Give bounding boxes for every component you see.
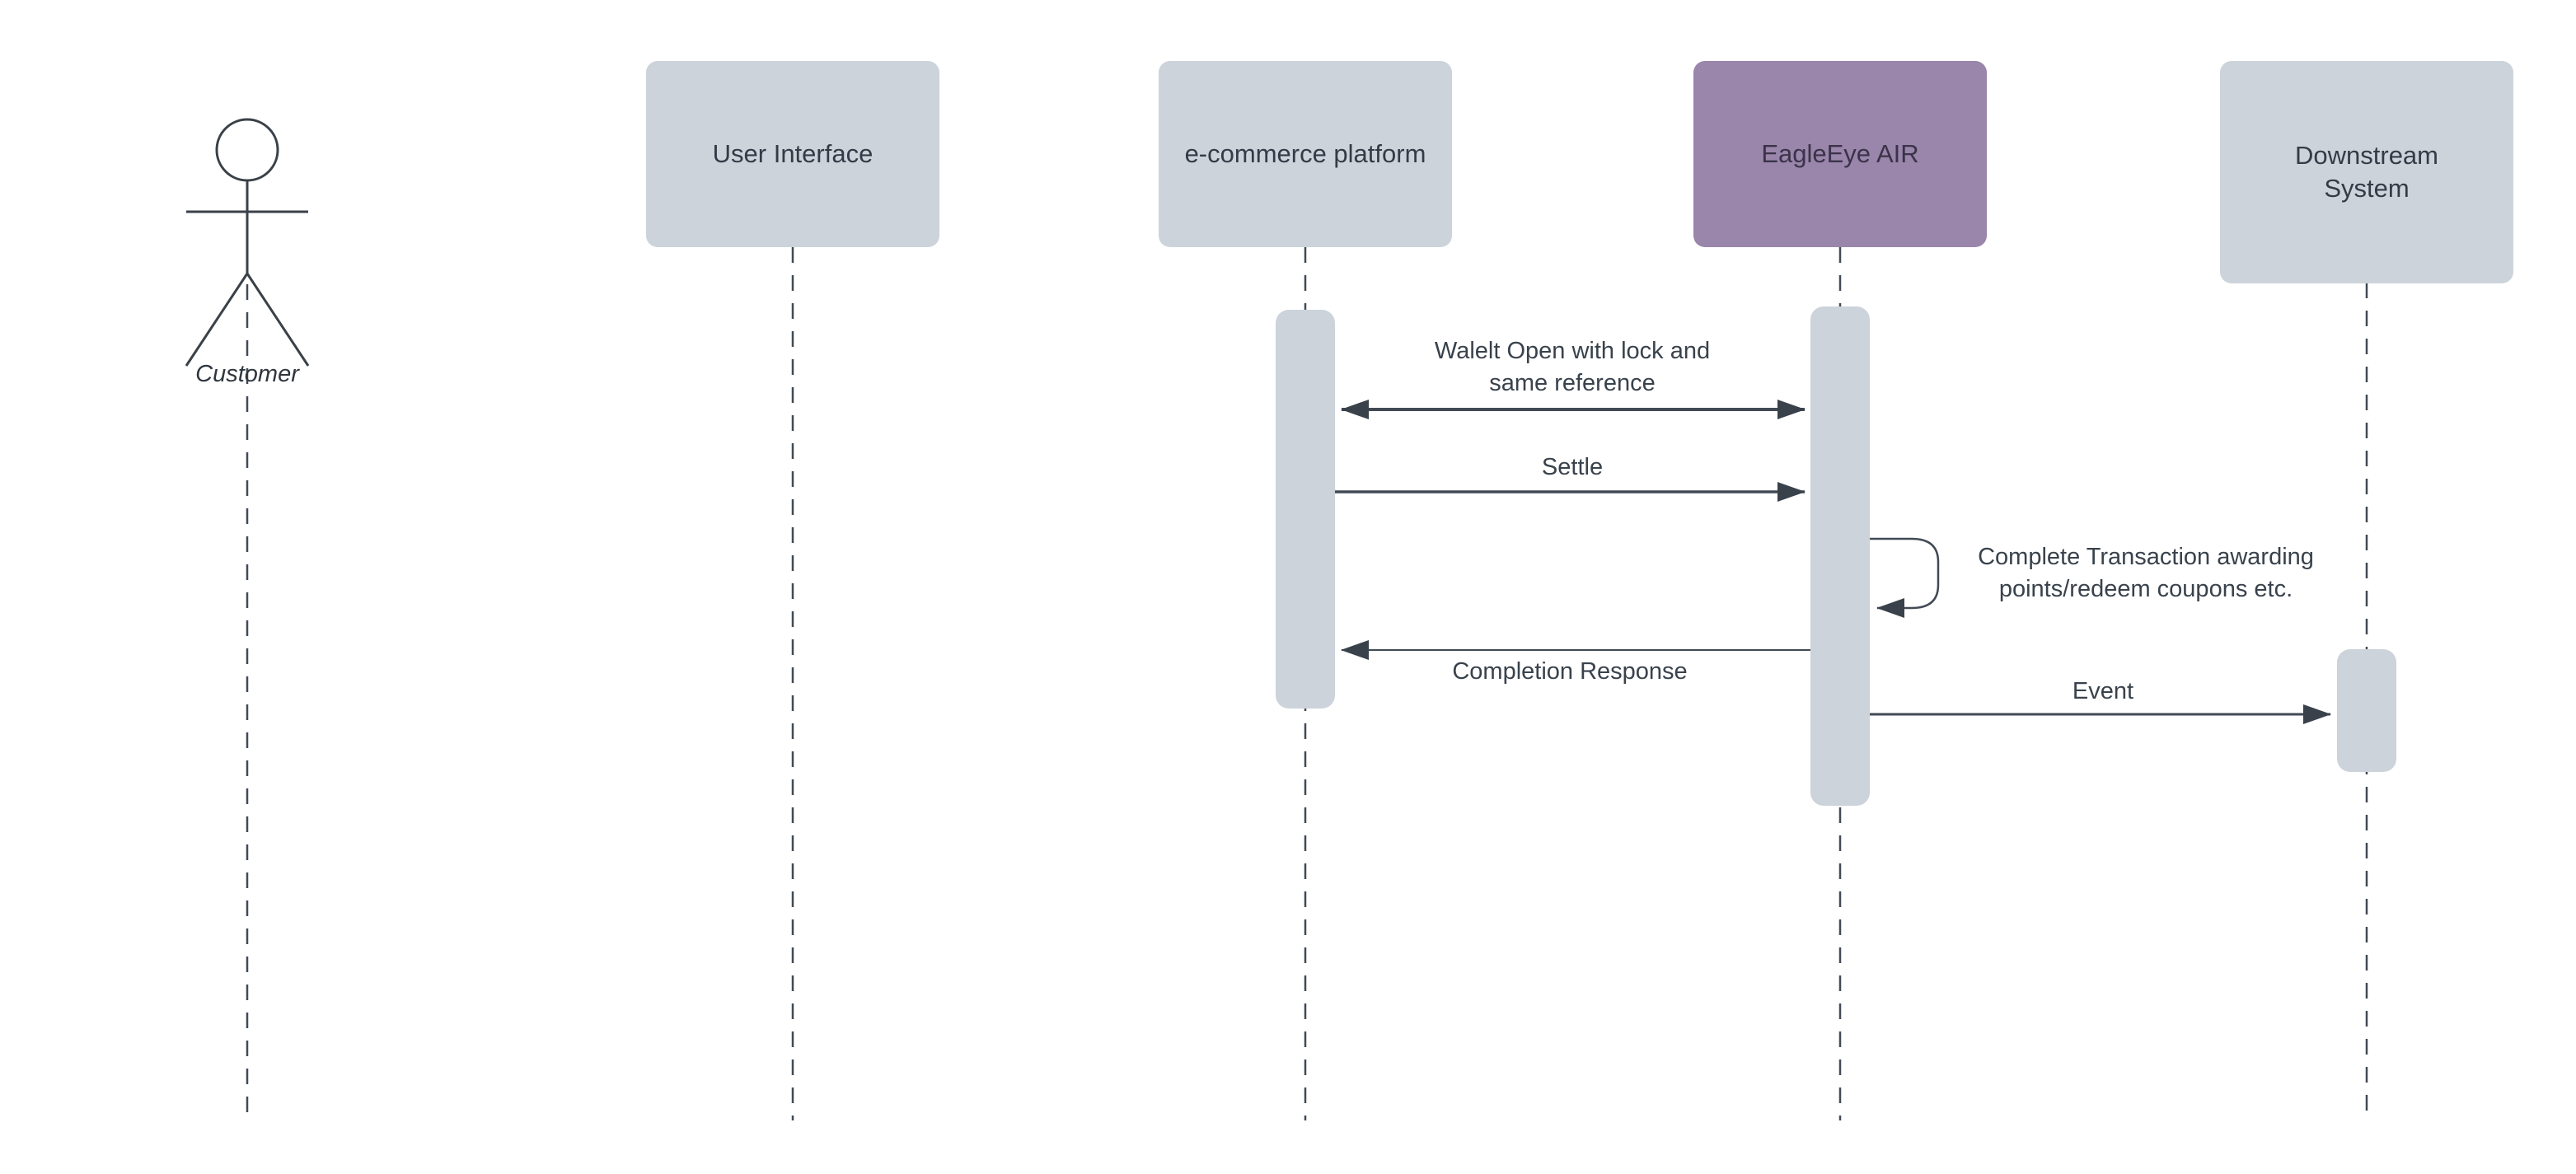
message-label-wallet-open: Walelt Open with lock and same reference — [1434, 338, 1711, 396]
actor-customer-label: Customer — [195, 361, 299, 387]
message-label-complete-transaction: Complete Transaction awarding points/red… — [1978, 544, 2314, 602]
actor-figure-icon[interactable] — [185, 118, 310, 367]
participant-eagleeye-air-label: EagleEye AIR — [1761, 139, 1919, 168]
participant-downstream-system[interactable]: Downstream System — [2220, 61, 2513, 283]
participant-ecommerce-platform[interactable]: e-commerce platform — [1159, 61, 1452, 247]
participant-user-interface[interactable]: User Interface — [646, 61, 939, 247]
participant-ecommerce-platform-label: e-commerce platform — [1184, 139, 1426, 168]
message-label-event: Event — [2072, 678, 2134, 704]
actor-leg-left — [185, 273, 249, 367]
activation-bar-eagleeye[interactable] — [1810, 306, 1870, 806]
activation-bar-ecommerce[interactable] — [1276, 310, 1335, 709]
message-label-settle: Settle — [1541, 454, 1604, 480]
actor-leg-right — [246, 273, 310, 367]
participant-downstream-system-label: Downstream System — [2295, 141, 2438, 203]
actor-head — [215, 118, 279, 182]
participant-user-interface-label: User Interface — [712, 139, 873, 168]
message-label-completion-response: Completion Response — [1452, 658, 1688, 685]
participant-eagleeye-air[interactable]: EagleEye AIR — [1693, 61, 1987, 247]
arrow-complete-transaction-self-loop[interactable] — [1870, 537, 1940, 618]
activation-bar-downstream[interactable] — [2337, 649, 2396, 772]
